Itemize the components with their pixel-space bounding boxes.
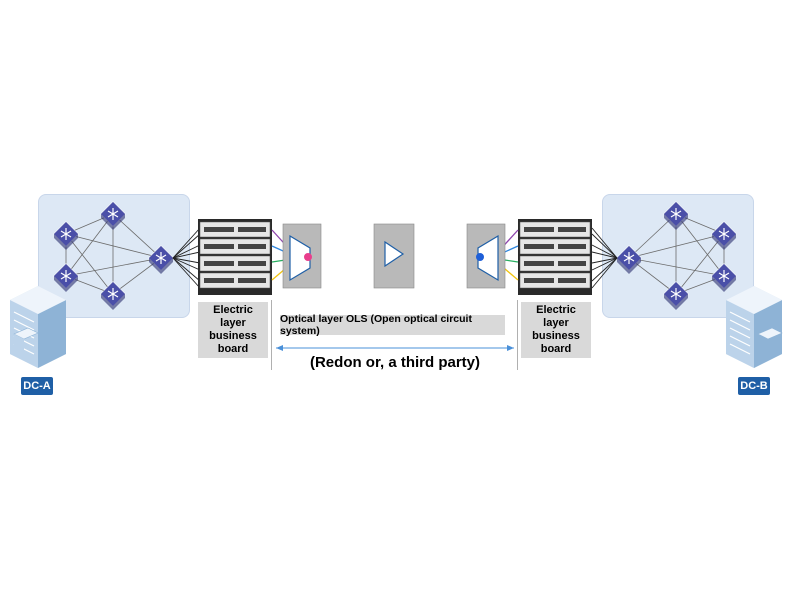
vendor-caption: (Redon or, a third party) bbox=[309, 354, 480, 371]
divider-line bbox=[271, 300, 272, 370]
switch-icon bbox=[100, 201, 126, 231]
switch-icon bbox=[711, 263, 737, 293]
dc-a-switches bbox=[53, 201, 174, 311]
switch-icon bbox=[663, 201, 689, 231]
span-arrow bbox=[276, 345, 514, 351]
dc-a-board-label: Electric layer business board bbox=[198, 302, 268, 358]
dc-b-equipment-rack bbox=[518, 219, 592, 295]
dc-a-badge: DC-A bbox=[21, 377, 53, 395]
amplifier-middle bbox=[373, 223, 415, 289]
switch-icon bbox=[663, 281, 689, 311]
dc-b-board-label: Electric layer business board bbox=[521, 302, 591, 358]
dc-b-switches bbox=[616, 201, 737, 311]
divider-line bbox=[517, 300, 518, 370]
switch-icon bbox=[53, 263, 79, 293]
switch-icon bbox=[53, 221, 79, 251]
dc-a-uplinks bbox=[172, 227, 201, 289]
dc-a-equipment-rack bbox=[198, 219, 272, 295]
switch-icon bbox=[711, 221, 737, 251]
mux-left bbox=[282, 223, 322, 289]
optical-spectrum-link bbox=[304, 253, 484, 261]
mux-right bbox=[466, 223, 506, 289]
switch-icon bbox=[100, 281, 126, 311]
ols-label: Optical layer OLS (Open optical circuit … bbox=[280, 313, 505, 337]
building-icon bbox=[10, 286, 66, 368]
dc-b-uplinks bbox=[591, 227, 618, 289]
dc-b-badge: DC-B bbox=[738, 377, 770, 395]
building-icon bbox=[726, 286, 783, 368]
